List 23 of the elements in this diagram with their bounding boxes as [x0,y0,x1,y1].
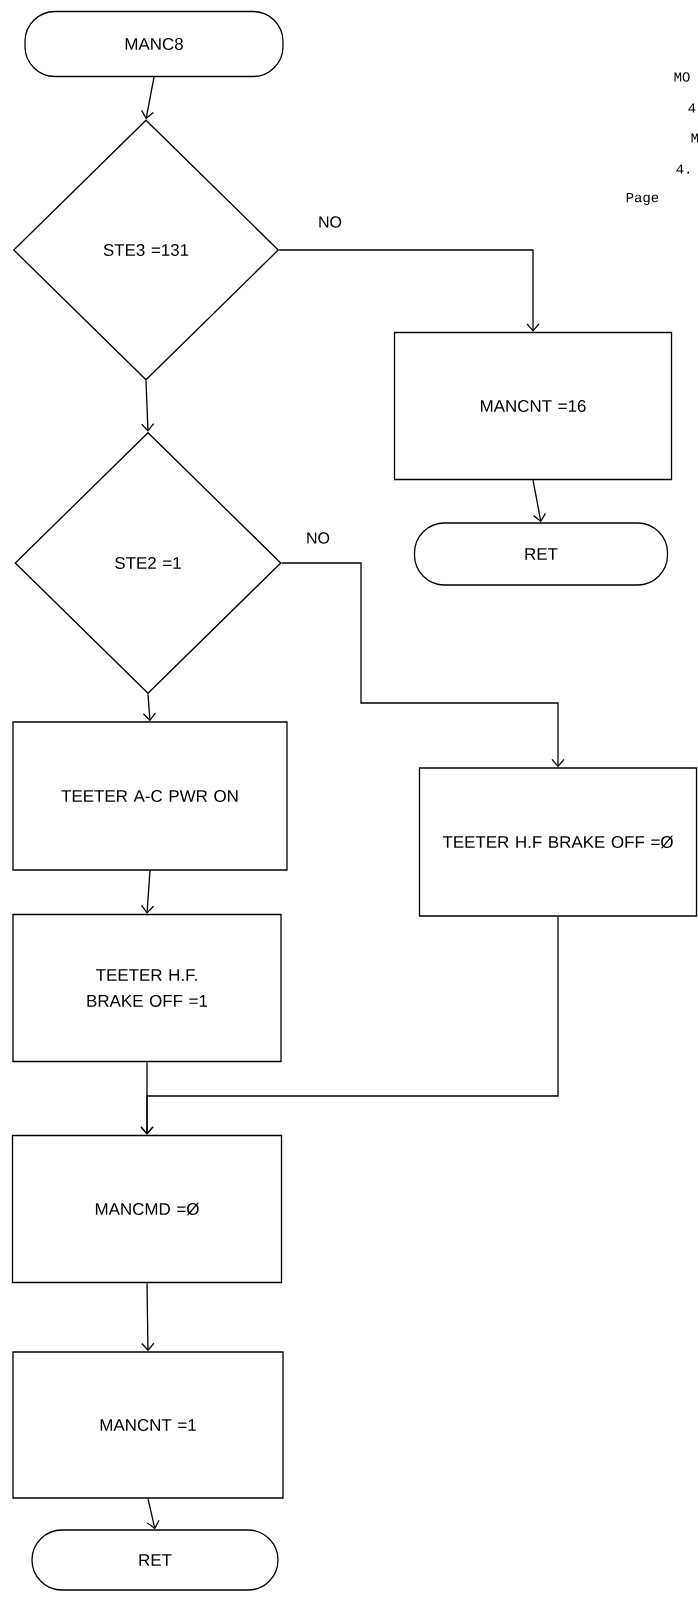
arrow [140,870,155,914]
arrow [140,76,155,120]
arrow [142,693,157,722]
arrow [278,249,540,332]
page-header-text: 4 [688,103,696,113]
page-header-text: 4. [676,164,689,174]
arrow [281,562,565,768]
page-header-text: Page [626,192,659,206]
process-box: MANCNT =1 [12,1351,284,1499]
process-box: TEETER H.F BRAKE OFF =Ø [418,767,698,917]
process-box: MANCMD =Ø [11,1134,283,1284]
arrow [532,479,547,523]
arrow [141,1282,155,1352]
process-box: TEETER H.F. BRAKE OFF =1 [12,913,282,1063]
arrow [141,380,155,432]
page-header-text: M [691,133,698,143]
arrow [146,1498,160,1530]
process-box: MANCNT =16 [393,331,673,481]
edge-label: NO [305,531,331,545]
arrow [140,916,559,1135]
edge-label: NO [317,215,343,229]
process-box: TEETER A-C PWR ON [12,721,288,871]
page-header-text: MO [674,72,690,82]
